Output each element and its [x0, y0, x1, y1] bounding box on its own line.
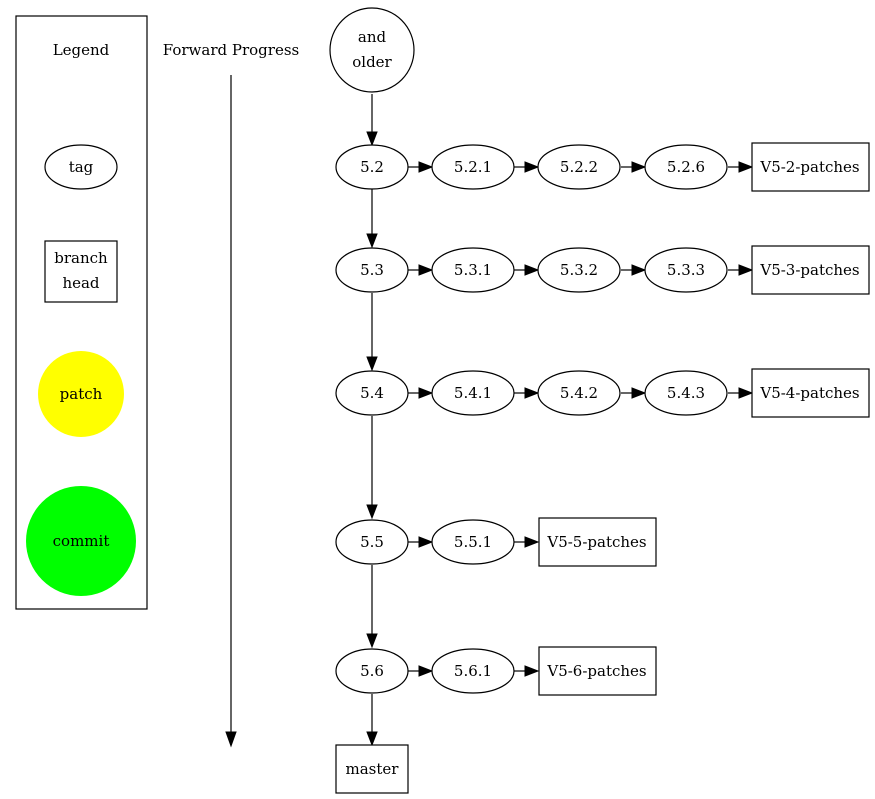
arrowhead-5-2-to-5-3 — [366, 233, 378, 249]
node-and-older-label-line2: older — [352, 53, 392, 71]
node-5-5-1 — [431, 519, 515, 565]
node-5-3-label: 5.3 — [360, 261, 384, 279]
node-and-older — [329, 7, 415, 93]
node-v5-5-patches-label: V5-5-patches — [546, 533, 646, 551]
node-v5-5-patches — [538, 517, 657, 567]
node-5-2-1 — [431, 144, 515, 190]
legend-tag-label: tag — [69, 158, 94, 176]
node-5-2-label: 5.2 — [360, 158, 384, 176]
branch-edges — [408, 161, 754, 677]
node-v5-3-patches-label: V5-3-patches — [759, 261, 859, 279]
legend-commit-label: commit — [53, 532, 110, 550]
node-v5-2-patches — [751, 142, 870, 192]
node-v5-4-patches — [751, 368, 870, 418]
node-5-2-6 — [644, 144, 728, 190]
node-5-6-1 — [431, 648, 515, 694]
arrowhead-5-5-to-5-5-1 — [418, 536, 434, 548]
arrowhead-5-3-to-5-3-1 — [418, 264, 434, 276]
arrowhead-5-3-1-to-5-3-2 — [524, 264, 540, 276]
forward-progress-arrowhead — [225, 731, 237, 748]
legend-branch-head-label-line2: head — [62, 274, 99, 292]
arrowhead-5-2-to-5-2-1 — [418, 161, 434, 173]
arrowhead-5-4-1-to-5-4-2 — [524, 387, 540, 399]
arrowhead-5-3-2-to-5-3-3 — [631, 264, 647, 276]
node-5-4-1 — [431, 370, 515, 416]
node-5-3-2-label: 5.3.2 — [560, 261, 598, 279]
arrowhead-5-5-1-to-v5-5-patches — [524, 536, 540, 548]
node-v5-2-patches-label: V5-2-patches — [759, 158, 859, 176]
arrowhead-5-4-3-to-v5-4-patches — [738, 387, 754, 399]
node-5-3-2 — [537, 247, 621, 293]
graph-nodes: and older 5.2 5.2.1 5.2.2 5.2.6 V5-2-pat… — [329, 7, 870, 794]
node-5-5-label: 5.5 — [360, 533, 384, 551]
trunk-edges — [366, 94, 378, 747]
legend: Legend tag branch head patch commit — [15, 15, 148, 610]
node-5-4-3-label: 5.4.3 — [667, 384, 705, 402]
forward-progress-label: Forward Progress — [163, 41, 299, 59]
node-5-2-2 — [537, 144, 621, 190]
node-5-6 — [335, 648, 409, 694]
arrowhead-5-3-3-to-v5-3-patches — [738, 264, 754, 276]
node-5-2-2-label: 5.2.2 — [560, 158, 598, 176]
arrowhead-5-6-1-to-v5-6-patches — [524, 665, 540, 677]
forward-progress: Forward Progress — [163, 41, 299, 748]
node-master-label: master — [346, 760, 400, 778]
node-5-2-1-label: 5.2.1 — [454, 158, 492, 176]
arrowhead-5-6-to-master — [366, 731, 378, 747]
node-v5-6-patches-label: V5-6-patches — [546, 662, 646, 680]
arrowhead-5-2-6-to-v5-2-patches — [738, 161, 754, 173]
node-v5-6-patches — [538, 646, 657, 696]
node-v5-4-patches-label: V5-4-patches — [759, 384, 859, 402]
arrowhead-5-2-1-to-5-2-2 — [524, 161, 540, 173]
legend-tag-shape — [44, 144, 118, 190]
node-5-3-1-label: 5.3.1 — [454, 261, 492, 279]
node-5-6-1-label: 5.6.1 — [454, 662, 492, 680]
node-5-4-label: 5.4 — [360, 384, 384, 402]
node-and-older-label-line1: and — [358, 28, 387, 46]
legend-patch-label: patch — [60, 385, 103, 403]
arrowhead-5-4-to-5-5 — [366, 504, 378, 520]
arrowhead-older-to-5-2 — [366, 131, 378, 147]
legend-branch-head-shape — [44, 240, 118, 303]
node-5-4-2 — [537, 370, 621, 416]
arrowhead-5-3-to-5-4 — [366, 356, 378, 372]
legend-commit-shape — [26, 486, 136, 596]
node-5-4-3 — [644, 370, 728, 416]
node-5-4-1-label: 5.4.1 — [454, 384, 492, 402]
legend-branch-head-label-line1: branch — [54, 249, 108, 267]
arrowhead-5-4-to-5-4-1 — [418, 387, 434, 399]
node-5-5-1-label: 5.5.1 — [454, 533, 492, 551]
node-5-3 — [335, 247, 409, 293]
legend-patch-shape — [38, 351, 124, 437]
node-5-3-1 — [431, 247, 515, 293]
node-5-2 — [335, 144, 409, 190]
arrowhead-5-6-to-5-6-1 — [418, 665, 434, 677]
node-5-3-3 — [644, 247, 728, 293]
node-5-3-3-label: 5.3.3 — [667, 261, 705, 279]
node-5-5 — [335, 519, 409, 565]
node-5-6-label: 5.6 — [360, 662, 384, 680]
arrowhead-5-5-to-5-6 — [366, 633, 378, 649]
arrowhead-5-4-2-to-5-4-3 — [631, 387, 647, 399]
node-5-4 — [335, 370, 409, 416]
node-v5-3-patches — [751, 245, 870, 295]
node-5-2-6-label: 5.2.6 — [667, 158, 705, 176]
arrowhead-5-2-2-to-5-2-6 — [631, 161, 647, 173]
legend-title: Legend — [53, 41, 110, 59]
node-5-4-2-label: 5.4.2 — [560, 384, 598, 402]
node-master — [335, 744, 409, 794]
